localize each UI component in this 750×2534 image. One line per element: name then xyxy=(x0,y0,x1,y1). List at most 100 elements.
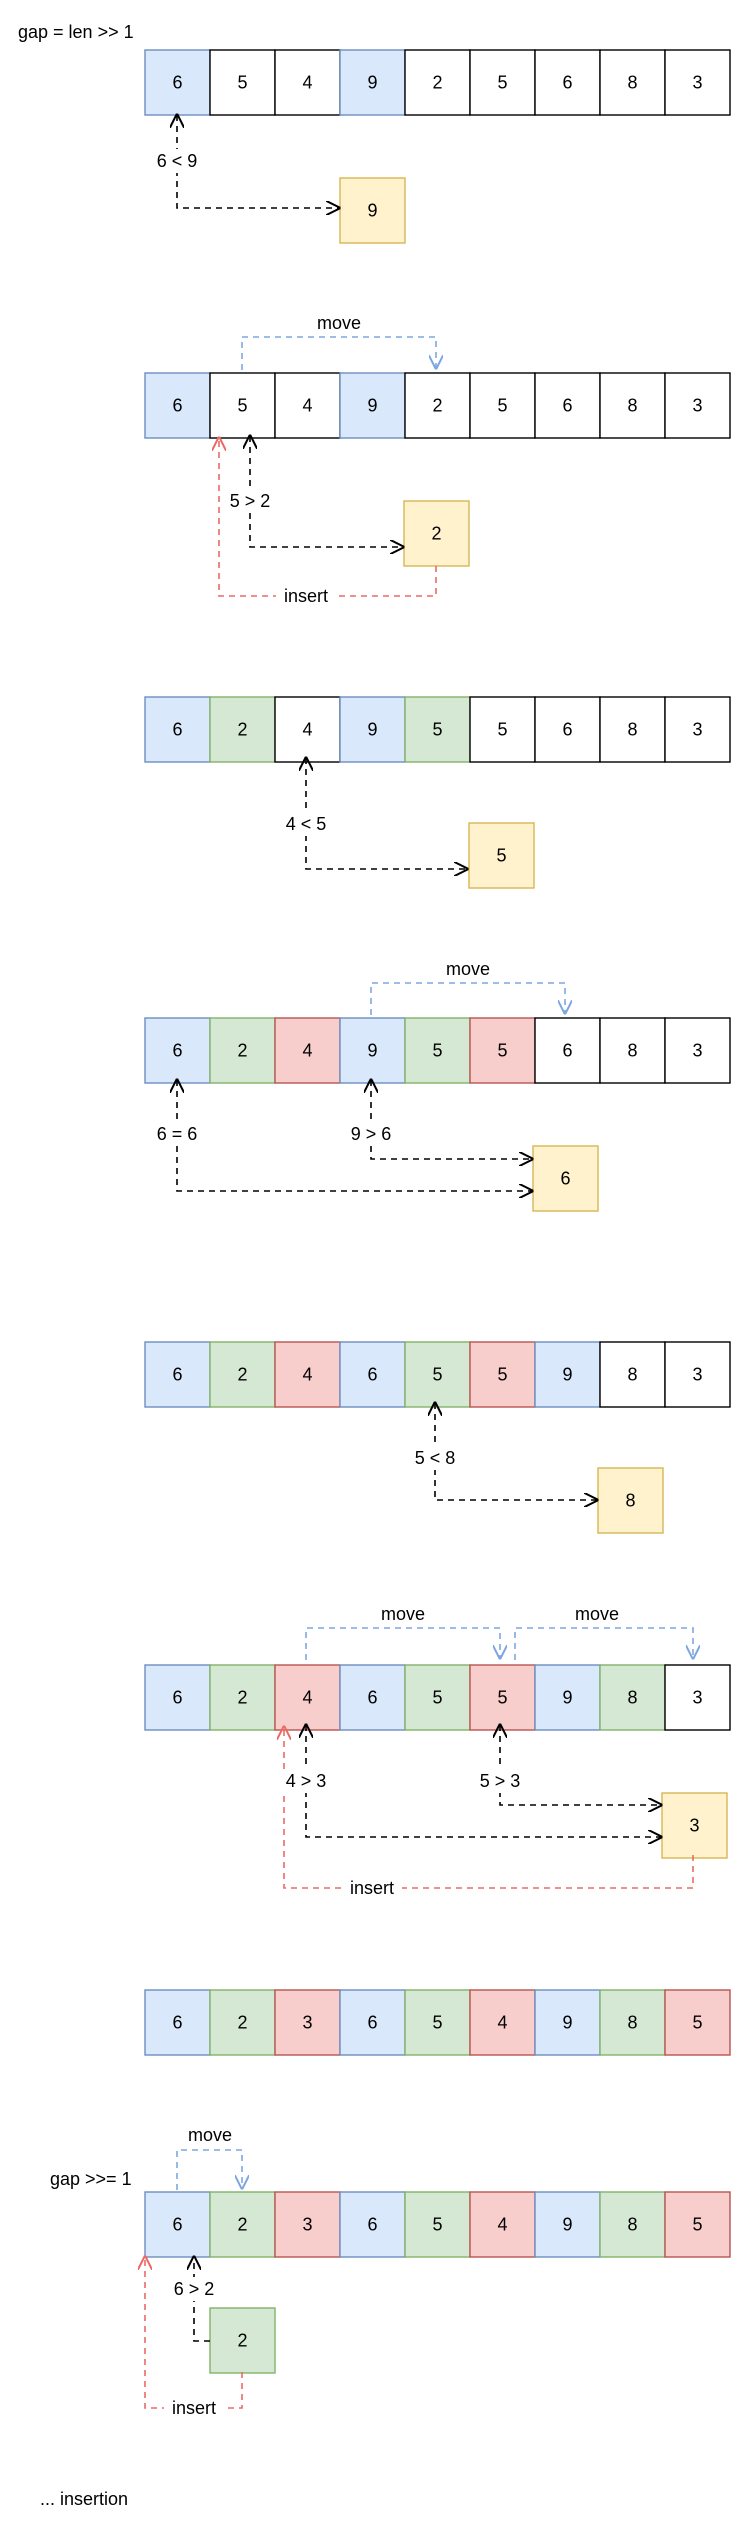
cell-value: 9 xyxy=(367,1041,377,1061)
array-cell: 4 xyxy=(469,2191,536,2258)
cell-value: 9 xyxy=(367,396,377,416)
compare-arrow xyxy=(371,1080,532,1159)
cell-value: 6 xyxy=(367,2013,377,2033)
cell-value: 5 xyxy=(237,73,247,93)
cell-value: 5 xyxy=(497,1041,507,1061)
cell-value: 2 xyxy=(237,720,247,740)
move-arrow xyxy=(176,2149,242,2190)
array-cell: 5 xyxy=(664,1989,731,2056)
array-cell: 2 xyxy=(209,696,276,763)
array-cell: 6 xyxy=(144,1664,211,1731)
move-arrow xyxy=(514,1627,693,1660)
array-cell: 8 xyxy=(599,1341,666,1408)
cell-value: 5 xyxy=(497,1688,507,1708)
cell-value: 6 xyxy=(562,720,572,740)
array-cell: 3 xyxy=(274,2191,341,2258)
temp-box: 2 xyxy=(403,500,470,567)
cell-value: 4 xyxy=(497,2013,507,2033)
array-cell: 3 xyxy=(664,1017,731,1084)
cell-value: 2 xyxy=(237,2215,247,2235)
temp-box: 2 xyxy=(209,2307,276,2374)
comparison-label: 6 = 6 xyxy=(157,1124,198,1144)
cell-value: 4 xyxy=(302,396,312,416)
temp-box: 6 xyxy=(532,1145,599,1212)
insert-label: insert xyxy=(284,586,328,606)
array-cell: 9 xyxy=(339,372,406,439)
cell-value: 9 xyxy=(562,2215,572,2235)
array-cell: 5 xyxy=(404,1341,471,1408)
cell-value: 9 xyxy=(562,1365,572,1385)
cell-value: 2 xyxy=(237,1365,247,1385)
cell-value: 6 xyxy=(562,1041,572,1061)
cell-value: 3 xyxy=(692,396,702,416)
gap-label: gap = len >> 1 xyxy=(18,22,134,42)
move-label: move xyxy=(575,1604,619,1624)
array-cell: 5 xyxy=(469,1017,536,1084)
cell-value: 2 xyxy=(432,73,442,93)
cell-value: 8 xyxy=(627,73,637,93)
array-cell: 4 xyxy=(469,1989,536,2056)
array-cell: 4 xyxy=(274,372,341,439)
cell-value: 3 xyxy=(302,2215,312,2235)
array-cell: 5 xyxy=(469,1664,536,1731)
insert-label: insert xyxy=(350,1878,394,1898)
array-cell: 9 xyxy=(534,1989,601,2056)
connectors-layer xyxy=(145,115,693,2409)
array-cell: 8 xyxy=(599,2191,666,2258)
array-cell: 6 xyxy=(534,49,601,116)
move-label: move xyxy=(381,1604,425,1624)
compare-arrow xyxy=(177,1080,532,1191)
comparison-label: 5 > 3 xyxy=(480,1771,521,1791)
cell-value: 5 xyxy=(432,720,442,740)
array-cell: 5 xyxy=(469,1341,536,1408)
array-cell: 8 xyxy=(599,372,666,439)
cell-value: 6 xyxy=(172,2215,182,2235)
array-cell: 9 xyxy=(339,1017,406,1084)
array-cell: 6 xyxy=(144,696,211,763)
temp-box: 5 xyxy=(468,822,535,889)
array-cell: 6 xyxy=(534,372,601,439)
array-cell: 6 xyxy=(144,1017,211,1084)
move-label: move xyxy=(446,959,490,979)
cell-value: 2 xyxy=(237,2013,247,2033)
array-cell: 5 xyxy=(469,372,536,439)
cell-value: 3 xyxy=(692,73,702,93)
array-cell: 2 xyxy=(209,1341,276,1408)
comparison-label: 9 > 6 xyxy=(351,1124,392,1144)
second-gap-label: gap >>= 1 xyxy=(50,2169,132,2189)
comparison-label: 5 > 2 xyxy=(230,491,271,511)
cell-value: 3 xyxy=(689,1816,699,1836)
cell-value: 6 xyxy=(172,1041,182,1061)
array-cell: 5 xyxy=(664,2191,731,2258)
cell-value: 5 xyxy=(497,1365,507,1385)
cell-value: 2 xyxy=(432,396,442,416)
compare-arrow xyxy=(306,758,467,869)
comparison-label: 4 < 5 xyxy=(286,814,327,834)
array-cell: 2 xyxy=(209,1017,276,1084)
move-arrow xyxy=(305,1627,500,1660)
array-cell: 6 xyxy=(144,49,211,116)
compare-arrow xyxy=(177,115,339,208)
cell-value: 8 xyxy=(627,2215,637,2235)
cell-value: 3 xyxy=(692,1688,702,1708)
footer-label: ... insertion xyxy=(40,2489,128,2509)
array-cell: 4 xyxy=(274,1664,341,1731)
array-cell: 9 xyxy=(534,1341,601,1408)
temp-box: 8 xyxy=(597,1467,664,1534)
array-cell: 6 xyxy=(534,696,601,763)
compare-arrow xyxy=(500,1725,661,1805)
cell-value: 6 xyxy=(562,396,572,416)
labels-layer: 6 < 9 move 5 > 2 insert 4 < 5 move 6 = 6… xyxy=(150,149,619,2420)
array-cell: 2 xyxy=(209,1664,276,1731)
array-cell: 5 xyxy=(404,2191,471,2258)
compare-arrow xyxy=(250,436,403,547)
cell-value: 5 xyxy=(692,2013,702,2033)
cell-value: 6 xyxy=(172,1365,182,1385)
cell-value: 6 xyxy=(172,2013,182,2033)
cell-value: 5 xyxy=(432,2013,442,2033)
